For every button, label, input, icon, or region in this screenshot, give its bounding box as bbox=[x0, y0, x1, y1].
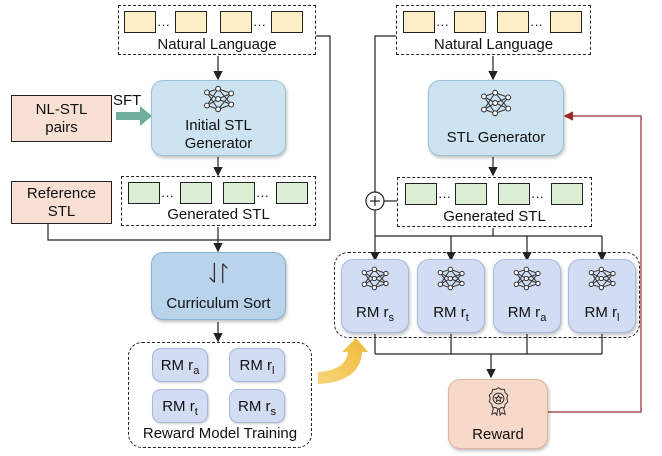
reward-model-a-label: RM ra bbox=[507, 304, 547, 324]
ellipsis-icon: ··· bbox=[161, 188, 174, 203]
ellipsis-icon: ··· bbox=[438, 189, 451, 204]
nl-token bbox=[497, 11, 529, 33]
sft-label: SFT bbox=[113, 92, 142, 109]
nl-stl-pairs-box: NL-STL pairs bbox=[11, 95, 112, 142]
initial-stl-generator-label: Initial STL Generator bbox=[184, 117, 253, 152]
reward-model-training-label: Reward Model Training bbox=[142, 425, 298, 442]
stl-token bbox=[551, 183, 583, 205]
reward-feedback-arrow bbox=[548, 111, 642, 413]
stl-generator: STL Generator bbox=[428, 80, 564, 156]
stl-token bbox=[455, 183, 487, 205]
reference-stl-label: Reference STL bbox=[26, 185, 97, 220]
right-generated-stl-group bbox=[397, 177, 592, 227]
stl-token bbox=[128, 182, 160, 204]
training-rm-s: RM rs bbox=[229, 389, 285, 423]
stl-token bbox=[276, 182, 308, 204]
nl-token bbox=[403, 11, 435, 33]
ellipsis-icon: ··· bbox=[531, 189, 544, 204]
training-rm-l: RM rl bbox=[229, 348, 285, 382]
left-generated-stl-group bbox=[121, 176, 316, 226]
nl-stl-pairs-label: NL-STL pairs bbox=[35, 101, 88, 136]
right-nl-loop-line bbox=[374, 35, 396, 192]
nl-token bbox=[175, 11, 207, 33]
nl-token bbox=[454, 11, 486, 33]
left-generated-stl-label: Generated STL bbox=[167, 206, 270, 223]
neural-network-icon bbox=[361, 266, 389, 291]
ellipsis-icon: ··· bbox=[253, 17, 266, 32]
training-rm-a: RM ra bbox=[152, 348, 208, 382]
reward-model-a: RM ra bbox=[493, 259, 561, 333]
reward-box: Reward bbox=[448, 379, 548, 449]
sort-arrows-icon bbox=[209, 262, 228, 284]
reward-model-t-label: RM rt bbox=[433, 304, 469, 324]
reward-model-l: RM rl bbox=[568, 259, 636, 333]
reference-stl-box: Reference STL bbox=[11, 181, 112, 224]
right-natural-language-group bbox=[396, 5, 591, 55]
left-natural-language-group bbox=[118, 5, 316, 55]
stl-token bbox=[180, 182, 212, 204]
neural-network-icon bbox=[203, 85, 235, 113]
reward-models-group bbox=[334, 252, 640, 338]
training-rm-t: RM rt bbox=[152, 389, 208, 423]
reward-model-l-label: RM rl bbox=[584, 304, 620, 324]
stl-token bbox=[223, 182, 255, 204]
sft-arrow bbox=[116, 106, 152, 126]
nl-token bbox=[550, 11, 582, 33]
reward-label: Reward bbox=[472, 426, 524, 443]
curriculum-sort-label: Curriculum Sort bbox=[166, 295, 271, 312]
reward-model-t: RM rt bbox=[417, 259, 485, 333]
reward-model-s-label: RM rs bbox=[356, 304, 394, 324]
nl-token bbox=[124, 11, 156, 33]
nl-loop-line bbox=[218, 35, 331, 241]
stl-token bbox=[498, 183, 530, 205]
stl-token bbox=[405, 183, 437, 205]
ellipsis-icon: ··· bbox=[530, 17, 543, 32]
ellipsis-icon: ··· bbox=[436, 17, 449, 32]
stl-generator-label: STL Generator bbox=[446, 129, 546, 146]
right-generated-stl-label: Generated STL bbox=[443, 208, 546, 225]
nl-token bbox=[220, 11, 252, 33]
training-to-reward-models-arrow bbox=[318, 338, 368, 384]
initial-stl-generator: Initial STL Generator bbox=[151, 80, 286, 156]
neural-network-icon bbox=[513, 266, 541, 291]
nl-token bbox=[271, 11, 303, 33]
curriculum-sort: Curriculum Sort bbox=[151, 252, 286, 320]
neural-network-icon bbox=[480, 89, 512, 117]
reward-model-s: RM rs bbox=[341, 259, 409, 333]
neural-network-icon bbox=[437, 266, 465, 291]
reference-stl-line bbox=[47, 224, 218, 241]
reward-model-training-group bbox=[128, 342, 312, 448]
right-natural-language-label: Natural Language bbox=[433, 36, 554, 53]
neural-network-icon bbox=[588, 266, 616, 291]
ellipsis-icon: ··· bbox=[256, 188, 269, 203]
left-natural-language-label: Natural Language bbox=[157, 36, 277, 53]
award-badge-icon bbox=[488, 387, 509, 416]
ellipsis-icon: ··· bbox=[157, 17, 170, 32]
